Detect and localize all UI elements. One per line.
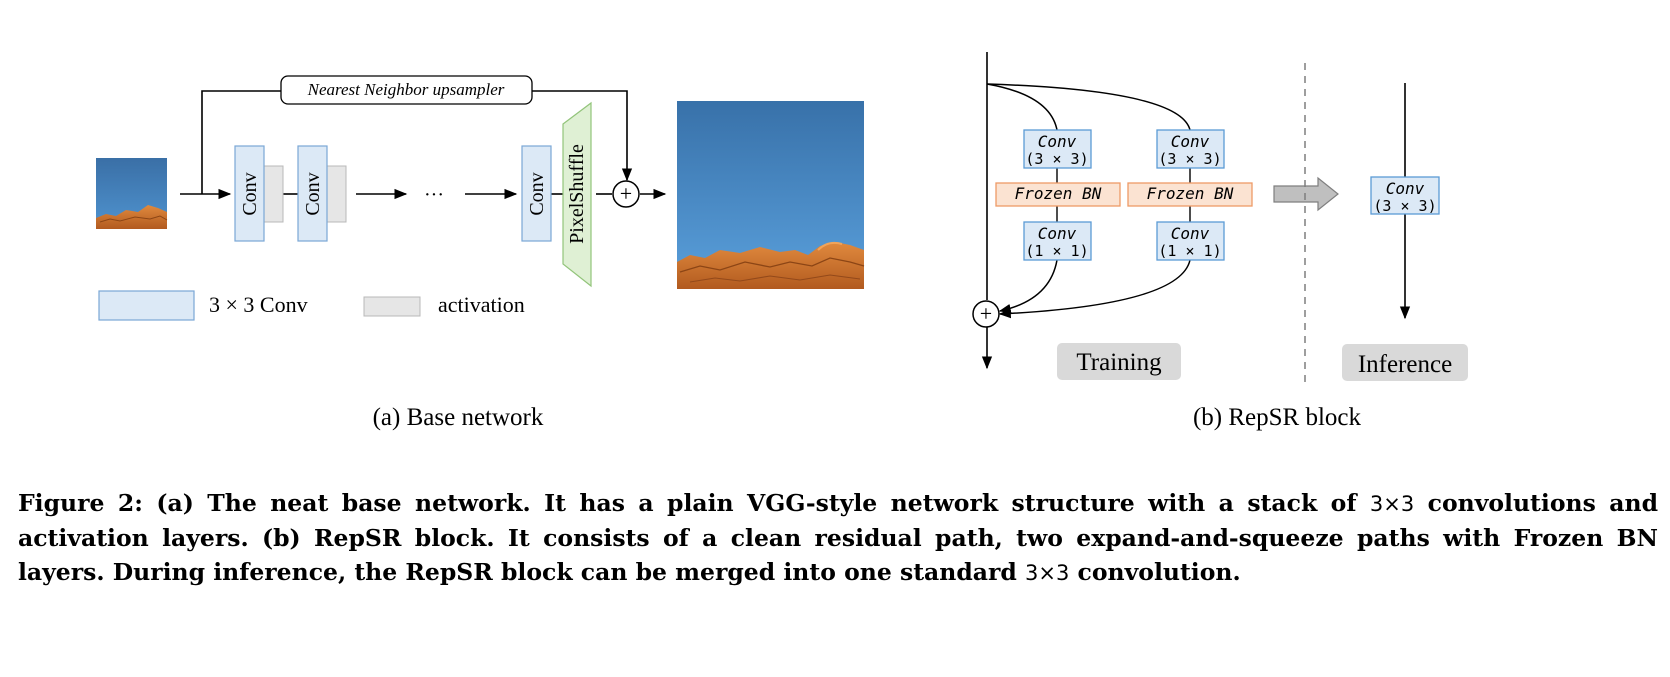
panel-a-caption: (a) Base network <box>373 404 544 431</box>
conv-block-1-label: Conv <box>239 172 261 215</box>
upsampler-label: Nearest Neighbor upsampler <box>307 80 505 99</box>
branch-2-frozen-bn <box>1127 182 1253 207</box>
upsampler-label-box <box>280 75 533 105</box>
conv-block-last-label: Conv <box>526 172 548 215</box>
legend-conv-label: 3 × 3 Conv <box>209 292 308 317</box>
pixelshuffle-label: PixelShuffle <box>566 144 588 244</box>
conv-block-last <box>521 145 552 242</box>
legend-activation-swatch <box>363 296 421 317</box>
panel-b-caption: (b) RepSR block <box>1193 404 1362 431</box>
add-node-b <box>972 300 1000 328</box>
activation-block-1 <box>263 165 284 223</box>
branch-2-output-curve <box>998 259 1191 319</box>
panel-b-repsr-block: Conv (3 × 3) Frozen BN Conv (1 × 1) Conv… <box>972 52 1468 431</box>
branch-1-conv1-name: Conv <box>1038 224 1077 243</box>
inference-conv3 <box>1370 176 1440 215</box>
inference-conv3-name: Conv <box>1386 179 1425 198</box>
legend-conv-swatch <box>98 290 195 321</box>
branch-2-conv1 <box>1156 221 1225 261</box>
branch-2-conv1-size: (1 × 1) <box>1158 242 1221 260</box>
add-node-a-symbol: + <box>620 181 632 206</box>
caption-part-3: convolution. <box>1069 558 1241 586</box>
panel-a-base-network: Nearest Neighbor upsampler Conv Conv ···… <box>96 75 865 431</box>
ellipsis: ··· <box>424 184 444 206</box>
conv-block-2-label: Conv <box>302 172 324 215</box>
branch-1-output-curve <box>998 259 1058 314</box>
caption-size-2: 3×3 <box>1025 561 1070 585</box>
conv-block-1 <box>234 145 265 242</box>
branch-2-conv3 <box>1156 129 1225 169</box>
branch-1-conv1-size: (1 × 1) <box>1025 242 1088 260</box>
lr-input-image <box>96 158 168 229</box>
branch-2-conv1-name: Conv <box>1171 224 1210 243</box>
add-node-b-symbol: + <box>980 301 992 326</box>
branch-1-input-curve <box>986 83 1058 131</box>
branch-1-frozen-bn <box>995 182 1121 207</box>
caption-size-1: 3×3 <box>1369 492 1415 516</box>
training-label: Training <box>1076 349 1162 376</box>
branch-2-input-curve <box>986 83 1191 131</box>
inference-label-box <box>1342 344 1468 381</box>
branch-2-frozen-bn-label: Frozen BN <box>1147 184 1234 203</box>
branch-1-conv1 <box>1023 221 1092 261</box>
hr-output-image <box>677 101 865 289</box>
branch-1-frozen-bn-label: Frozen BN <box>1015 184 1102 203</box>
add-node-a <box>612 180 640 208</box>
conv-block-2 <box>297 145 328 242</box>
branch-1-conv3-name: Conv <box>1038 132 1077 151</box>
activation-block-2 <box>326 165 347 223</box>
inference-conv3-size: (3 × 3) <box>1373 197 1436 215</box>
caption-part-1: Figure 2: (a) The neat base network. It … <box>18 489 1370 517</box>
branch-1-conv3-size: (3 × 3) <box>1025 150 1088 168</box>
legend-activation-label: activation <box>438 292 525 317</box>
figure-caption: Figure 2: (a) The neat base network. It … <box>18 486 1658 590</box>
training-label-box <box>1057 343 1181 380</box>
branch-2-conv3-name: Conv <box>1171 132 1210 151</box>
branch-2-conv3-size: (3 × 3) <box>1158 150 1221 168</box>
caption-part-2: convolutions and activation layers. (b) … <box>18 489 1658 586</box>
branch-1-conv3 <box>1023 129 1092 169</box>
pixelshuffle-block <box>562 101 592 288</box>
reparam-arrow <box>1273 176 1339 212</box>
inference-label: Inference <box>1358 351 1452 378</box>
